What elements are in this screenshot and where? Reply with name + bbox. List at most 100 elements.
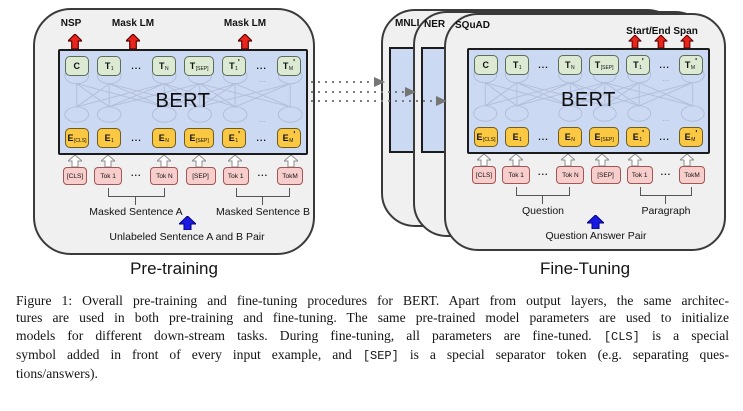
transfer-arrowhead-icon [405, 86, 416, 97]
output-arrow-icon [654, 35, 668, 48]
token-box: C [65, 56, 89, 76]
pair-arrow-icon [179, 216, 196, 230]
token-box: E[SEP] [184, 128, 215, 148]
ellipsis: ... [660, 167, 672, 177]
ellipsis: ... [131, 168, 142, 178]
input-token-row: [CLS] Tok 1 ... Tok N [SEP] Tok 1 ... To… [467, 166, 710, 184]
input-arrow-icon [157, 155, 171, 167]
ellipsis: ... [659, 60, 670, 70]
token-box: C [474, 55, 498, 75]
sentence-a-label: Masked Sentence A [89, 206, 183, 218]
input-arrow-icon [477, 154, 491, 166]
transfer-dotted-line [311, 91, 406, 93]
token-box: Tok 1 [222, 167, 249, 185]
figure-caption: Figure 1: Overall pre-training and fine-… [16, 292, 729, 382]
token-box: Tok 1 [94, 167, 123, 185]
input-arrow-icon [101, 155, 115, 167]
input-arrow-icon [595, 154, 609, 166]
token-box: Tok 1 [626, 166, 653, 184]
token-box: E[CLS] [474, 127, 498, 147]
task-label-ner: NER [424, 19, 446, 30]
question-bracket [516, 187, 570, 196]
token-box: Tok 1 [502, 166, 531, 184]
input-arrow-icon [68, 155, 82, 167]
token-box: T[SEP] [184, 56, 215, 76]
caption-line: symbol added in front of every input exa… [16, 346, 729, 363]
finetuning-title: Fine-Tuning [539, 259, 631, 278]
ellipsis: ... [538, 60, 549, 70]
input-arrow-icon [561, 154, 575, 166]
caption-line: tures are used in both pre-training and … [16, 310, 729, 326]
token-box: E[SEP] [589, 127, 620, 147]
transfer-arrowhead-icon [436, 95, 447, 106]
token-box: [SEP] [590, 166, 621, 184]
paragraph-bracket [640, 187, 692, 196]
input-arrow-icon [680, 154, 694, 166]
output-arrow-icon [68, 34, 82, 49]
span-head-label: Start/End Span [626, 26, 698, 37]
output-arrow-icon [126, 34, 140, 49]
token-box: Tok N [150, 167, 179, 185]
bracket-stub [135, 197, 136, 205]
ellipsis: ... [256, 133, 267, 143]
token-box: [CLS] [472, 166, 496, 184]
task-label-mnli: MNLI [395, 18, 420, 29]
ellipsis: ... [538, 167, 549, 177]
output-arrow-icon [238, 34, 252, 49]
ellipsis: ... [659, 132, 670, 142]
caption-line: models for different down-stream tasks. … [16, 327, 729, 344]
task-label-squad: SQuAD [455, 20, 490, 31]
token-box: TokM [678, 166, 705, 184]
token-box: [SEP] [185, 167, 216, 185]
ellipsis: ... [256, 61, 267, 71]
model-name: BERT [155, 90, 211, 113]
caption-line: tions/answers). [16, 366, 98, 382]
sentence-b-bracket [236, 188, 290, 197]
input-arrow-icon [628, 154, 642, 166]
sentence-b-label: Masked Sentence B [216, 206, 310, 218]
transfer-dotted-line [311, 81, 375, 83]
bracket-stub [542, 196, 543, 204]
transfer-dotted-line [311, 100, 437, 102]
pretraining-title: Pre-training [130, 259, 218, 278]
token-box: T[SEP] [589, 55, 620, 75]
pair-label: Question Answer Pair [545, 230, 647, 242]
sentence-a-bracket [108, 188, 165, 197]
ellipsis: ... [538, 132, 549, 142]
ellipsis: ... [131, 61, 142, 71]
output-arrow-icon [680, 35, 694, 48]
masklm-head-label: Mask LM [111, 18, 155, 29]
paragraph-label: Paragraph [641, 205, 691, 217]
model-name: BERT [561, 89, 616, 112]
input-arrow-icon [284, 155, 298, 167]
input-arrow-icon [228, 155, 242, 167]
question-label: Question [521, 205, 565, 217]
bracket-stub [665, 196, 666, 204]
input-arrow-icon [509, 154, 523, 166]
output-arrow-icon [628, 35, 642, 48]
ellipsis: ... [131, 133, 142, 143]
ellipsis: ... [257, 168, 269, 178]
bracket-stub [262, 197, 263, 205]
input-arrow-icon [192, 155, 206, 167]
caption-line: Figure 1: Overall pre-training and fine-… [16, 293, 729, 308]
pair-arrow-icon [587, 215, 604, 229]
